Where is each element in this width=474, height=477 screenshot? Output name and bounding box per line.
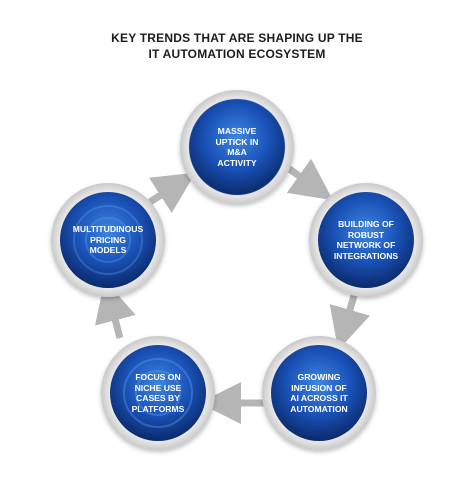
node-4: FOCUS ON NICHE USE CASES BY PLATFORMS <box>110 345 206 441</box>
node-5-line-2: PRICING <box>90 234 126 245</box>
node-4-line-1: FOCUS ON <box>135 372 181 382</box>
node-4-circle <box>101 336 215 450</box>
diagram-title: KEY TRENDS THAT ARE SHAPING UP THE IT AU… <box>0 30 474 62</box>
node-4-label: FOCUS ON NICHE USE CASES BY PLATFORMS <box>118 372 198 414</box>
node-2-line-4: INTEGRATIONS <box>333 250 399 261</box>
arrow-5-to-1 <box>148 172 196 214</box>
node-1-line-4: ACTIVITY <box>217 157 257 168</box>
node-3-line-4: AUTOMATION <box>290 403 348 414</box>
node-1-circle <box>180 90 294 204</box>
node-4-line-2: NICHE USE <box>134 382 182 393</box>
node-5-line-3: MODELS <box>89 245 127 256</box>
cycle-arrows <box>95 158 371 424</box>
arrow-1-to-2 <box>285 158 334 201</box>
arrow-2-to-3 <box>329 291 371 351</box>
node-5-circle <box>51 183 165 297</box>
node-2-line-1: BUILDING OF <box>338 219 394 229</box>
node-2-line-3: NETWORK OF <box>336 240 396 250</box>
node-3-label: GROWING INFUSION OF AI ACROSS IT AUTOMAT… <box>279 372 359 414</box>
node-3-line-1: GROWING <box>297 372 341 382</box>
node-1-line-1: MASSIVE <box>217 126 257 136</box>
node-4-line-4: PLATFORMS <box>131 403 185 414</box>
node-2-circle <box>309 183 423 297</box>
node-5-line-1: MULTITUDINOUS <box>72 224 144 235</box>
node-3-circle <box>262 336 376 450</box>
diagram-title-line-1: KEY TRENDS THAT ARE SHAPING UP THE <box>111 31 363 45</box>
node-1-label: MASSIVE UPTICK IN M&A ACTIVITY <box>197 126 277 168</box>
arrow-4-to-5 <box>95 279 136 339</box>
node-5-label: MULTITUDINOUS PRICING MODELS <box>68 224 148 256</box>
node-1-line-2: UPTICK IN <box>215 136 259 147</box>
node-1: MASSIVE UPTICK IN M&A ACTIVITY <box>189 99 285 195</box>
node-3: GROWING INFUSION OF AI ACROSS IT AUTOMAT… <box>271 345 367 441</box>
node-4-line-3: CASES BY <box>136 393 180 403</box>
node-3-line-3: AI ACROSS IT <box>290 393 348 403</box>
node-1-line-3: M&A <box>227 147 247 157</box>
node-3-line-2: INFUSION OF <box>291 382 347 393</box>
node-2-label: BUILDING OF ROBUST NETWORK OF INTEGRATIO… <box>326 219 406 261</box>
diagram-title-line-2: IT AUTOMATION ECOSYSTEM <box>148 47 326 61</box>
node-2-line-2: ROBUST <box>347 229 385 240</box>
node-5: MULTITUDINOUS PRICING MODELS <box>60 192 156 288</box>
node-2: BUILDING OF ROBUST NETWORK OF INTEGRATIO… <box>318 192 414 288</box>
